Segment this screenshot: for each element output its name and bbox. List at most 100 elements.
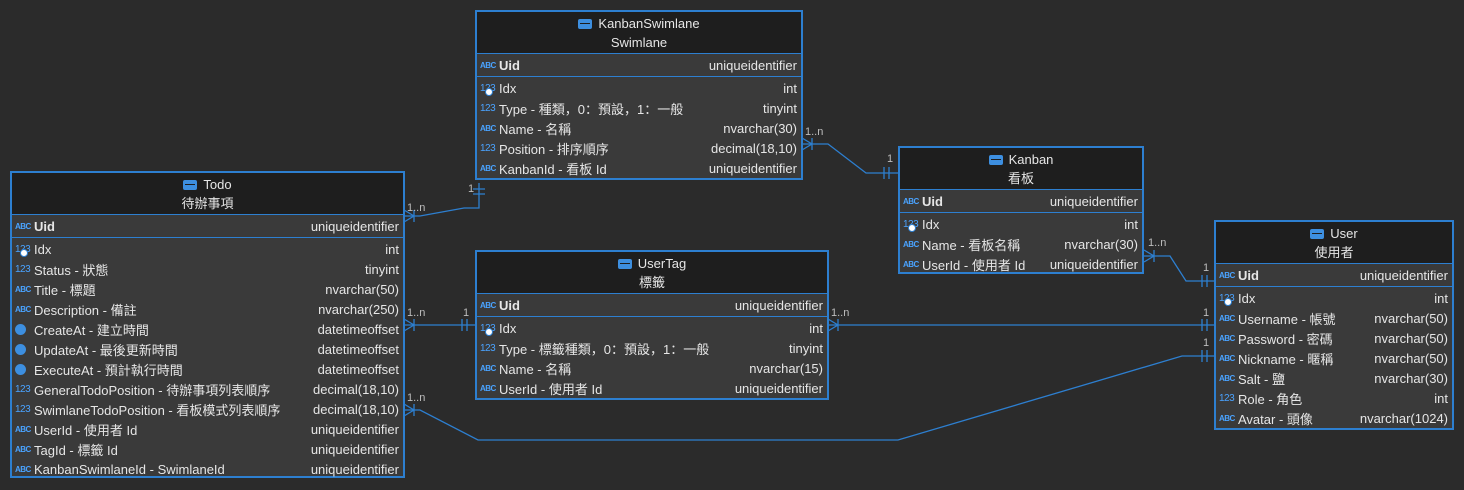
column-name: Uid <box>922 193 943 209</box>
one-bar <box>1201 319 1208 331</box>
column-type: decimal(18,10) <box>313 401 399 417</box>
column-type: uniqueidentifier <box>1049 256 1138 272</box>
number-type-icon: 123 <box>15 263 31 275</box>
text-type-icon: ABC <box>480 123 496 133</box>
column-name: Type - 標籤種類，0：預設，1：一般 <box>499 341 710 357</box>
column-type: int <box>809 320 823 336</box>
column-name: Idx <box>1238 290 1256 306</box>
column-name: Idx <box>499 80 517 96</box>
column-name: Salt - 鹽 <box>1238 371 1285 387</box>
column-type: uniqueidentifier <box>310 218 399 234</box>
cardinality-one: 1 <box>1203 262 1210 274</box>
column-name: ExecuteAt - 預計執行時間 <box>34 362 183 378</box>
one-bar <box>473 188 485 195</box>
column-type: datetimeoffset <box>317 341 399 357</box>
text-type-icon: ABC <box>480 383 496 393</box>
column-type: decimal(18,10) <box>711 140 797 156</box>
index-key-icon: 123 <box>480 322 496 336</box>
entity-subtitle: 標籤 <box>638 275 665 290</box>
table-icon <box>578 18 593 29</box>
index-key-icon: 123 <box>15 243 31 257</box>
crow-foot <box>403 403 416 417</box>
cardinality-one: 1 <box>1203 307 1210 319</box>
crow-foot <box>1143 249 1156 263</box>
index-key-icon: 123 <box>1219 292 1235 306</box>
text-type-icon: ABC <box>1219 313 1235 323</box>
column-type: int <box>385 241 399 257</box>
text-type-icon: ABC <box>903 239 919 249</box>
clock-icon <box>15 364 31 375</box>
column-name: KanbanId - 看板 Id <box>499 161 607 177</box>
column-type: int <box>783 80 797 96</box>
text-type-icon: ABC <box>15 221 31 231</box>
one-bar <box>461 319 468 331</box>
cardinality-many: 1..n <box>805 126 824 138</box>
crow-foot <box>403 209 416 223</box>
column-name: Nickname - 暱稱 <box>1238 351 1334 367</box>
text-type-icon: ABC <box>1219 413 1235 423</box>
column-name: Uid <box>34 218 55 234</box>
crow-foot <box>827 318 840 332</box>
column-name: Username - 帳號 <box>1238 311 1336 327</box>
column-type: tinyint <box>365 261 399 277</box>
column-type: uniqueidentifier <box>708 160 797 176</box>
text-type-icon: ABC <box>1219 373 1235 383</box>
text-type-icon: ABC <box>480 363 496 373</box>
column-type: nvarchar(30) <box>723 120 797 136</box>
column-type: int <box>1434 290 1448 306</box>
column-type: nvarchar(50) <box>1374 330 1448 346</box>
table-icon <box>1310 228 1325 239</box>
column-name: Role - 角色 <box>1238 391 1303 407</box>
text-type-icon: ABC <box>15 444 31 454</box>
column-type: nvarchar(30) <box>1374 370 1448 386</box>
cardinality-one: 1 <box>468 183 475 195</box>
crow-foot <box>403 318 416 332</box>
